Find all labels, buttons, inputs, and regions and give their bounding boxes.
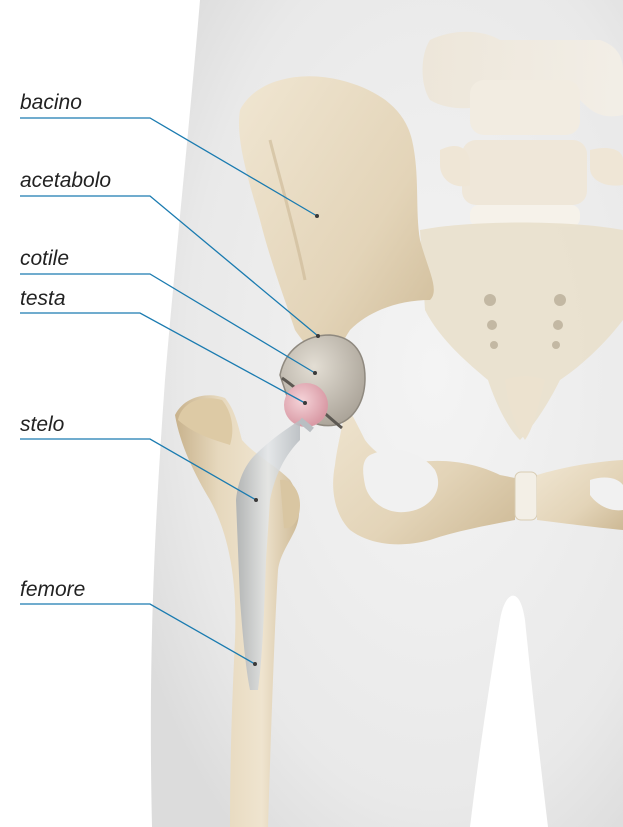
label-testa: testa bbox=[20, 287, 66, 311]
label-stelo: stelo bbox=[20, 413, 64, 437]
label-cotile: cotile bbox=[20, 247, 69, 271]
label-acetabolo: acetabolo bbox=[20, 169, 111, 193]
point-cotile bbox=[313, 371, 317, 375]
femoral-head bbox=[284, 383, 328, 427]
point-femore bbox=[253, 662, 257, 666]
label-femore: femore bbox=[20, 578, 85, 602]
point-acetabolo bbox=[316, 334, 320, 338]
label-bacino: bacino bbox=[20, 91, 82, 115]
point-stelo bbox=[254, 498, 258, 502]
point-bacino bbox=[315, 214, 319, 218]
point-testa bbox=[303, 401, 307, 405]
